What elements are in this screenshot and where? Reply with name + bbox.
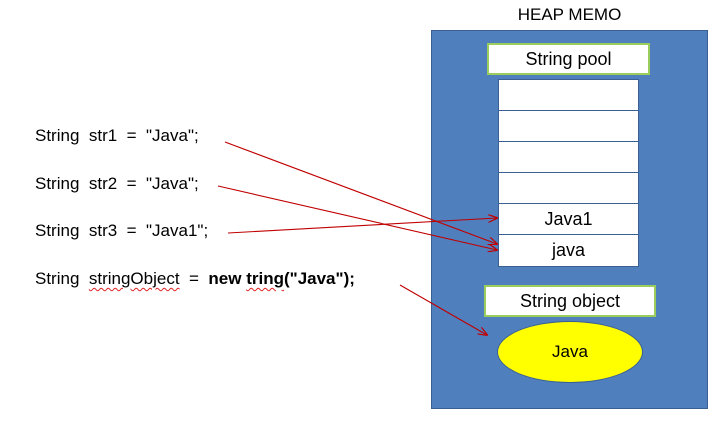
code-line-str2: String str2 = "Java"; bbox=[35, 174, 199, 193]
arrow-str1 bbox=[224, 141, 497, 244]
string-pool-table: Java1 java bbox=[498, 79, 639, 267]
code-line-str3: String str3 = "Java1"; bbox=[35, 221, 209, 240]
code-args: ("Java"); bbox=[283, 269, 355, 288]
code-class-name: tring bbox=[246, 269, 284, 288]
pool-cell bbox=[499, 142, 638, 173]
string-object-label: String object bbox=[484, 285, 656, 317]
pool-cell-java: java bbox=[551, 240, 586, 260]
arrow-string-object bbox=[399, 284, 487, 335]
arrow-str3 bbox=[227, 218, 497, 234]
pool-cell-java1: Java1 bbox=[499, 204, 638, 235]
code-assign: = bbox=[179, 269, 209, 288]
code-line-str1: String str1 = "Java"; bbox=[35, 126, 199, 145]
code-type: String bbox=[35, 269, 89, 288]
string-object-ellipse: Java bbox=[497, 321, 643, 383]
code-keyword-new: new bbox=[208, 269, 242, 288]
pool-cell bbox=[499, 80, 638, 111]
pool-cell bbox=[499, 173, 638, 204]
pool-cell bbox=[499, 111, 638, 142]
heap-title: HEAP MEMO bbox=[517, 5, 622, 24]
arrow-str2 bbox=[217, 185, 497, 250]
string-pool-label: String pool bbox=[487, 43, 650, 75]
code-line-string-object: String stringObject = new tring("Java"); bbox=[35, 269, 355, 289]
code-variable: stringObject bbox=[88, 269, 180, 288]
